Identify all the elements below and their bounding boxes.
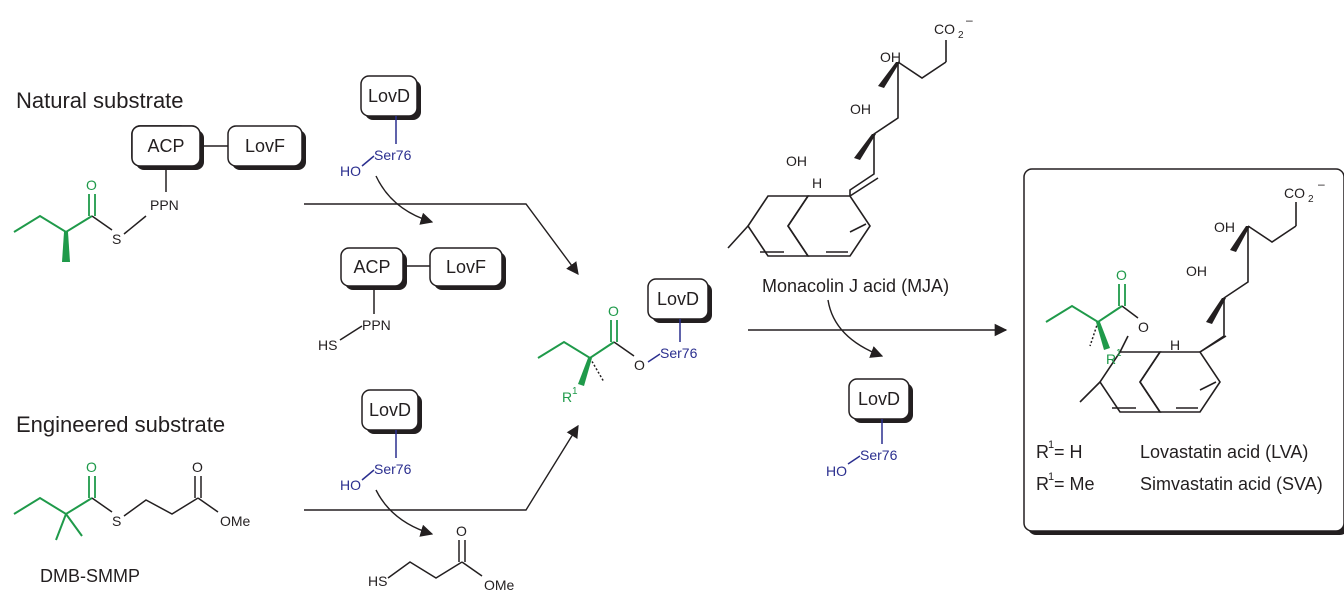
mmp-byproduct: HS O OMe — [368, 523, 515, 591]
dmb-smmp-structure: O S O OMe — [13, 459, 251, 541]
mja-label: Monacolin J acid (MJA) — [762, 276, 949, 296]
dmb-ome: OMe — [220, 513, 251, 529]
mja-h: H — [812, 175, 822, 191]
statin-wedge-ho1 — [1230, 226, 1250, 252]
legend-r1-sup-1: 1 — [1048, 439, 1054, 451]
legend-name-lva: Lovastatin acid (LVA) — [1140, 442, 1308, 462]
lovf-label: LovF — [245, 136, 285, 156]
mja-ho-1: OH — [880, 49, 901, 65]
mja-wedge-ho1 — [878, 62, 900, 88]
mmp-o: O — [456, 523, 467, 539]
legend-row-sva: R 1 = Me Simvastatin acid (SVA) — [1036, 471, 1323, 494]
legend-r1-eq-2: = Me — [1054, 474, 1095, 494]
acp-label-holo: ACP — [353, 257, 390, 277]
curved-arrow-bottom — [375, 489, 434, 537]
lovd-label-bottom: LovD — [369, 400, 411, 420]
statin-carbonyl-o: O — [1116, 267, 1127, 283]
lovd-free-top: LovD Ser76 HO — [340, 75, 421, 179]
ppn-label: PPN — [150, 197, 179, 213]
statin-co2-sub: 2 — [1308, 194, 1314, 205]
mja-co2-sub: 2 — [958, 30, 964, 41]
ho-label-top: HO — [340, 163, 361, 179]
mmp-ome: OMe — [484, 577, 515, 591]
statin-acyl: R 1 O O — [1045, 267, 1149, 367]
ho-label-bottom: HO — [340, 477, 361, 493]
lovf-label-holo: LovF — [446, 257, 486, 277]
mid-carbonyl-o: O — [608, 303, 619, 319]
mid-ester-o: O — [634, 357, 645, 373]
curved-arrow-top — [375, 175, 434, 225]
hs-label-holo: HS — [318, 337, 337, 353]
statin-co2: CO — [1284, 185, 1305, 201]
statin-ho-1: OH — [1214, 219, 1235, 235]
legend-r1-lhs-1: R — [1036, 442, 1049, 462]
carbonyl-o: O — [86, 177, 97, 193]
mja-co2-minus: – — [966, 13, 973, 27]
mid-r1-sup: 1 — [572, 386, 578, 397]
lovd-free-bottom: LovD Ser76 HO — [340, 389, 422, 493]
natural-acyl-thioester: O S — [13, 177, 147, 262]
statin-co2-minus: – — [1318, 177, 1325, 191]
dmb-smmp-label: DMB-SMMP — [40, 566, 140, 586]
statin-r1: R — [1106, 351, 1116, 367]
product-box — [1023, 168, 1344, 535]
mid-r1: R — [562, 389, 572, 405]
mja-oh: OH — [786, 153, 807, 169]
ppn-label-holo: PPN — [362, 317, 391, 333]
dmb-ester-o: O — [192, 459, 203, 475]
statin-r1-sup: 1 — [1116, 348, 1122, 359]
arrow-natural-to-acyl — [304, 203, 579, 276]
thio-s: S — [112, 231, 121, 247]
monacolin-j-structure — [727, 40, 947, 257]
statin-ho-2: OH — [1186, 263, 1207, 279]
ser76-label-top: Ser76 — [374, 147, 412, 163]
lovd-label-mid: LovD — [657, 289, 699, 309]
mmp-hs: HS — [368, 573, 387, 589]
ho-label-released: HO — [826, 463, 847, 479]
lovd-released: LovD Ser76 HO — [826, 378, 913, 479]
ser76-label-bottom: Ser76 — [374, 461, 412, 477]
lovf-box — [227, 125, 303, 167]
acp-label: ACP — [147, 136, 184, 156]
lovd-label-released: LovD — [858, 389, 900, 409]
legend-r1-lhs-2: R — [1036, 474, 1049, 494]
ser76-label-released: Ser76 — [860, 447, 898, 463]
legend-r1-sup-2: 1 — [1048, 471, 1054, 483]
statin-h: H — [1170, 337, 1180, 353]
statin-ester-o: O — [1138, 319, 1149, 335]
ser76-label-mid: Ser76 — [660, 345, 698, 361]
natural-substrate-title: Natural substrate — [16, 88, 184, 113]
statin-wedge-ho2 — [1206, 298, 1226, 324]
acp-lovf-complex: ACP LovF PPN — [131, 125, 306, 213]
dmb-thio-s: S — [112, 513, 121, 529]
engineered-substrate-title: Engineered substrate — [16, 412, 225, 437]
mja-wedge-ho2 — [854, 134, 876, 160]
legend-name-sva: Simvastatin acid (SVA) — [1140, 474, 1323, 494]
legend-row-lva: R 1 = H Lovastatin acid (LVA) — [1036, 439, 1308, 462]
acyl-enzyme-intermediate: LovD Ser76 R 1 O O — [537, 278, 712, 405]
arrow-engineered-to-acyl — [304, 424, 579, 511]
mja-co2: CO — [934, 21, 955, 37]
lovd-label-top: LovD — [368, 86, 410, 106]
dmb-carbonyl-o: O — [86, 459, 97, 475]
acp-lovf-holo: ACP LovF PPN HS — [318, 247, 506, 353]
legend-r1-eq-1: = H — [1054, 442, 1083, 462]
mja-ho-2: OH — [850, 101, 871, 117]
curved-arrow-release — [827, 299, 884, 358]
